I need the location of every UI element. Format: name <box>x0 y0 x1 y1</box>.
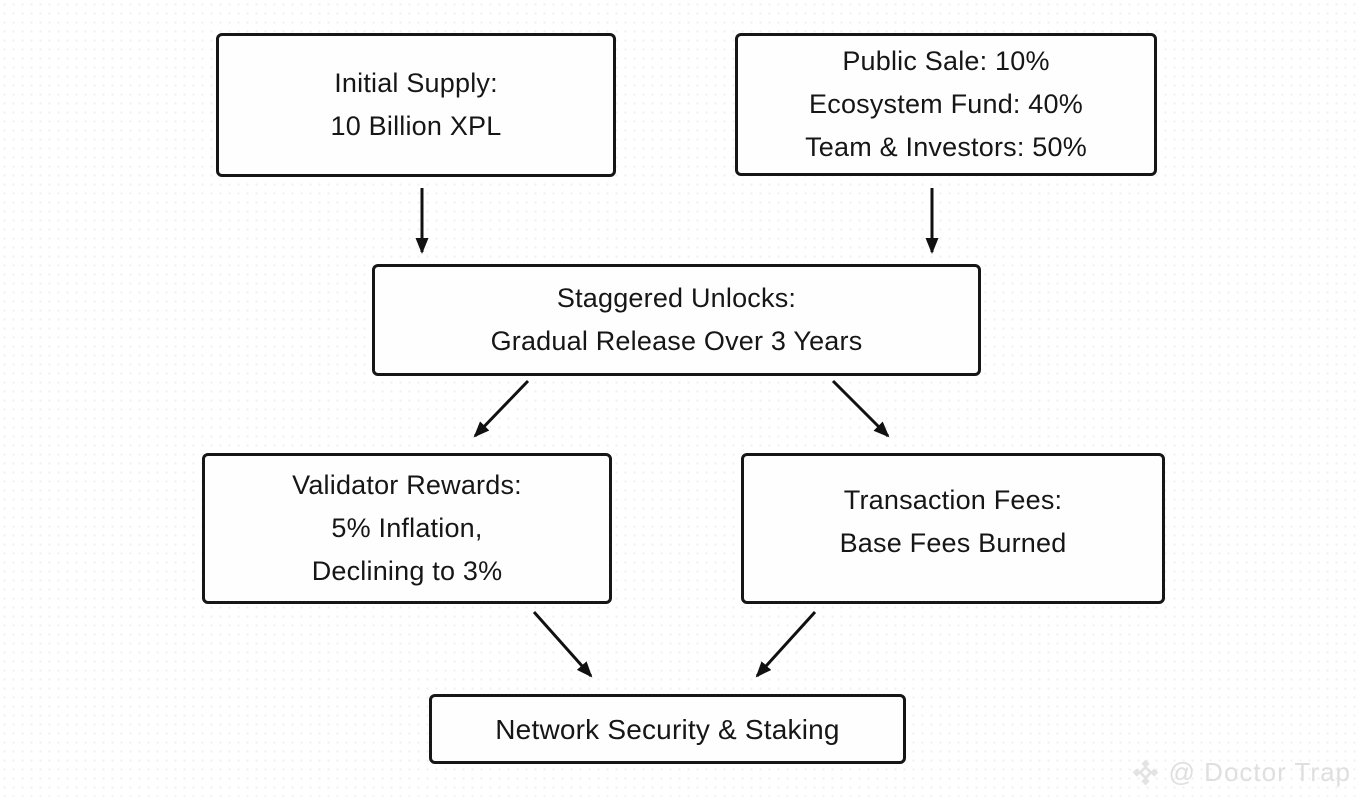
node-network-security: Network Security & Staking <box>429 694 906 764</box>
node-line: Validator Rewards: <box>292 470 522 500</box>
binance-diamond-icon <box>1129 756 1162 789</box>
arrow-validator-rewards-to-network-security <box>532 611 593 678</box>
node-line: 10 Billion XPL <box>330 111 502 141</box>
node-initial-supply: Initial Supply: 10 Billion XPL <box>216 33 616 177</box>
node-line: Network Security & Staking <box>495 713 840 745</box>
arrow-transaction-fees-to-network-security <box>755 610 817 678</box>
node-token-allocation: Public Sale: 10% Ecosystem Fund: 40% Tea… <box>735 33 1157 176</box>
node-line: 5% Inflation, <box>331 513 483 543</box>
node-line: Declining to 3% <box>311 556 503 586</box>
arrow-staggered-unlocks-to-validator-rewards <box>473 379 530 438</box>
node-line: Transaction Fees: <box>843 485 1063 515</box>
node-line: Staggered Unlocks: <box>556 283 797 313</box>
watermark: @ Doctor Trap <box>1129 756 1351 789</box>
node-line: Gradual Release Over 3 Years <box>490 326 863 356</box>
watermark-text: @ Doctor Trap <box>1168 757 1351 787</box>
node-line: Public Sale: 10% <box>842 46 1050 76</box>
node-validator-rewards: Validator Rewards: 5% Inflation, Declini… <box>202 453 612 604</box>
node-line: Base Fees Burned <box>839 528 1067 558</box>
node-line: Team & Investors: 50% <box>805 132 1087 162</box>
node-transaction-fees: Transaction Fees: Base Fees Burned <box>741 453 1165 604</box>
arrow-staggered-unlocks-to-transaction-fees <box>831 379 890 438</box>
node-line: Ecosystem Fund: 40% <box>809 89 1083 119</box>
node-line: Initial Supply: <box>334 68 498 98</box>
node-staggered-unlocks: Staggered Unlocks: Gradual Release Over … <box>372 264 981 376</box>
